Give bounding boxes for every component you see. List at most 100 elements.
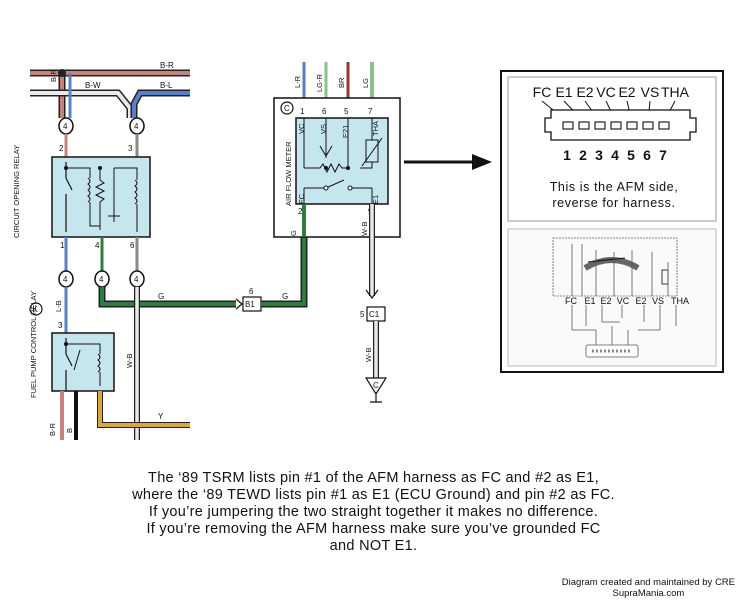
wire-label-b-l: B-L (160, 81, 173, 90)
afm-term-e21: E21 (341, 125, 350, 138)
pin-name-5: E2 (618, 84, 635, 100)
arrow-icon (404, 154, 492, 170)
pin-number-5: 5 (627, 147, 635, 163)
pin-afm-1: 1 (300, 107, 305, 116)
pin-relay-6: 6 (130, 241, 135, 250)
pin-name-2: E1 (555, 84, 572, 100)
ground-symbol: C (364, 377, 388, 403)
label-circuit-opening-relay: CIRCUIT OPENING RELAY (12, 145, 21, 238)
pin-relay-1: 1 (60, 241, 65, 250)
afm-term-vc: VC (297, 123, 306, 134)
connector-4-mid-3: 4 (129, 270, 145, 288)
wire-label-y: Y (158, 412, 164, 421)
connector-4-mid-2: 4 (94, 270, 110, 288)
connector-b1: B1 6 (235, 287, 262, 312)
pin-name-7: THA (661, 84, 690, 100)
label-fuel-pump-control-relay: FUEL PUMP CONTROL RELAY (29, 291, 38, 398)
connector-label: 4 (63, 122, 68, 131)
pin-name-3: E2 (576, 84, 593, 100)
label-k-circle: K (29, 302, 43, 316)
note-line-1: This is the AFM side, (550, 180, 679, 194)
pin-afm-6: 6 (322, 107, 327, 116)
connector-label: 4 (99, 275, 104, 284)
circuit-opening-relay (51, 156, 151, 238)
wire-label-l-r: L-R (293, 75, 302, 88)
wire-label-b-w: B-W (85, 81, 101, 90)
circle-k-text: K (33, 305, 39, 314)
caption: The ‘89 TSRM lists pin #1 of the AFM har… (0, 470, 747, 555)
pin-number-2: 2 (579, 147, 587, 163)
pin-number-4: 4 (611, 147, 619, 163)
caption-line-5: and NOT E1. (329, 538, 418, 554)
schematic-label-6: VS (652, 296, 664, 306)
schematic-label-3: E2 (600, 296, 611, 306)
connector-label: 4 (134, 275, 139, 284)
air-flow-meter (295, 117, 389, 205)
afm-term-tha: THA (371, 121, 380, 136)
pin-fp-3: 3 (58, 321, 63, 330)
pin-box-5 (626, 121, 638, 130)
wire-label-b-r-bottom: B-R (48, 423, 57, 437)
pin-relay-3: 3 (128, 144, 133, 153)
connector-label: 4 (134, 122, 139, 131)
connector-label: 4 (63, 275, 68, 284)
note-line-2: reverse for harness. (552, 196, 675, 210)
credit: Diagram created and maintained by CRE Su… (562, 577, 735, 599)
top-harness (30, 69, 190, 118)
pin-box-2 (578, 121, 590, 130)
afm-term-vs: VS (319, 124, 328, 134)
pin-afm-5: 5 (344, 107, 349, 116)
pin-name-4: VC (596, 84, 615, 100)
caption-line-2: where the ‘89 TEWD lists pin #1 as E1 (E… (132, 487, 615, 503)
schematic-label-5: E2 (635, 296, 646, 306)
afm-term-fc: FC (297, 193, 306, 204)
afm-schematic (552, 237, 678, 358)
pin-box-1 (562, 121, 574, 130)
schematic-label-7: THA (671, 296, 689, 306)
connector-4-mid-1: 4 (58, 270, 74, 288)
caption-line-3: If you’re jumpering the two straight tog… (148, 504, 599, 520)
circle-c-text: C (284, 104, 290, 113)
schematic-label-2: E1 (584, 296, 595, 306)
pin-box-6 (642, 121, 654, 130)
connector-c1: C1 5 (360, 306, 386, 322)
wire-label-g-2: G (282, 292, 288, 301)
afm-circle-c: C (280, 101, 294, 115)
afm-term-e1: E1 (371, 195, 380, 204)
pin-afm-2: 2 (298, 207, 303, 216)
pin-boxes (562, 121, 670, 130)
pin-number-6: 6 (643, 147, 651, 163)
wire-label-lg-r: LG-R (315, 73, 324, 92)
connector-4-top-left: 4 (58, 117, 74, 135)
pin-relay-2: 2 (59, 144, 64, 153)
wire-label-l-b: L-B (54, 300, 63, 312)
pin-box-3 (594, 121, 606, 130)
connector-b1-label: B1 (245, 300, 255, 309)
pin-name-6: VS (641, 84, 660, 100)
connector-c1-label: C1 (369, 310, 380, 319)
pin-number-3: 3 (595, 147, 603, 163)
pin-number-7: 7 (659, 147, 667, 163)
wire-label-lg: LG (361, 78, 370, 88)
schematic-label-1: FC (565, 296, 577, 306)
wire-label-g-1: G (158, 292, 164, 301)
connector-b1-pin: 6 (249, 287, 254, 296)
pin-afm-7: 7 (368, 107, 373, 116)
wire-label-w-b-ground: W-B (364, 348, 373, 362)
wire-label-br: BR (337, 77, 346, 88)
pin-name-1: FC (533, 84, 552, 100)
ground-label: C (373, 381, 379, 390)
wire-label-g-afm: G (289, 230, 298, 236)
fuel-pump-control-relay (51, 332, 115, 392)
connector-c1-pin: 5 (360, 310, 365, 319)
wire-label-b: B (65, 428, 74, 433)
credit-line-1: Diagram created and maintained by CRE (561, 577, 735, 588)
pin-box-4 (610, 121, 622, 130)
pin-box-7 (658, 121, 670, 130)
caption-line-1: The ‘89 TSRM lists pin #1 of the AFM har… (148, 470, 599, 486)
wire-label-b-r-top: B-R (160, 61, 174, 70)
